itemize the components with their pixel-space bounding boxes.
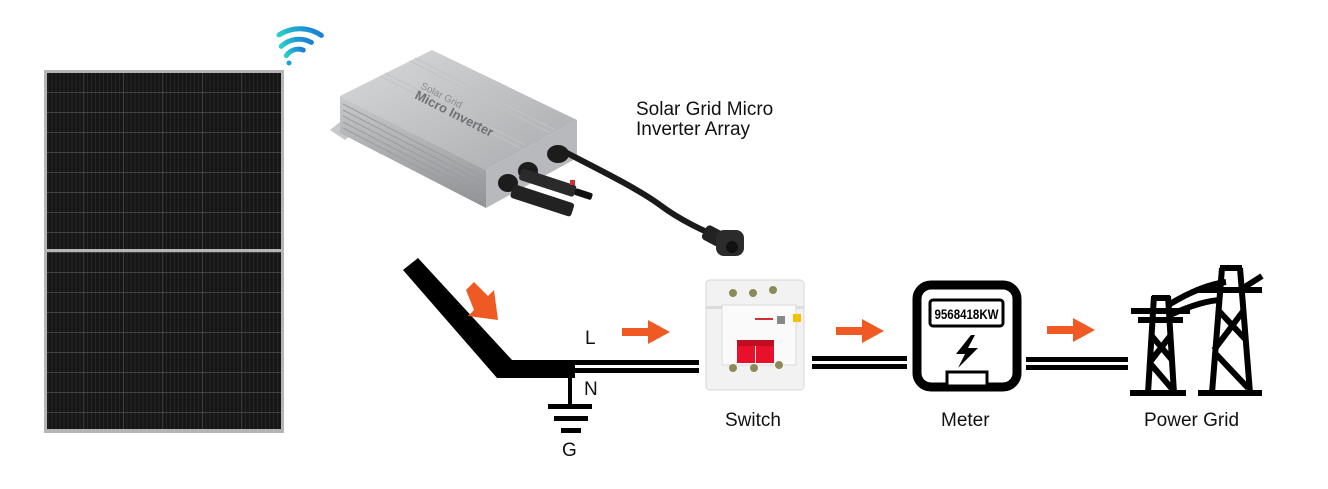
solar-panel	[44, 70, 284, 433]
panel-cells-top	[47, 73, 281, 249]
meter-reading: 9568418KW	[935, 306, 1000, 322]
neutral-wire-label: N	[584, 379, 598, 400]
meter-label: Meter	[941, 410, 990, 431]
flow-arrow-icon	[622, 320, 670, 344]
wire-pairs	[575, 356, 1128, 373]
output-cable	[562, 149, 725, 241]
panel-cells-bottom	[47, 252, 281, 429]
breaker-handle	[737, 343, 774, 363]
cable-plug	[701, 225, 744, 256]
flow-arrow-icon	[836, 319, 884, 343]
title-line-1: Solar Grid Micro	[636, 99, 774, 120]
flow-arrow-icon	[466, 282, 498, 320]
meter-device: 9568418KW	[912, 280, 1022, 392]
switch-breaker	[705, 279, 805, 391]
flow-arrows	[466, 282, 1095, 344]
title-line-2: Inverter Array	[636, 119, 751, 140]
wifi-icon	[276, 26, 324, 66]
flow-arrow-icon	[1047, 318, 1095, 342]
feed-wire	[403, 258, 575, 378]
power-grid-label: Power Grid	[1144, 410, 1240, 431]
switch-label: Switch	[725, 410, 781, 431]
micro-inverter: Solar Grid Micro Inverter	[330, 50, 744, 256]
inverter-array-title: Solar Grid Micro Inverter Array	[636, 100, 773, 140]
lightning-bolt-icon	[956, 335, 978, 368]
ground-symbol-icon	[548, 377, 592, 433]
ground-wire-label: G	[562, 440, 577, 461]
transmission-tower-icon	[1130, 265, 1264, 396]
live-wire-label: L	[585, 328, 596, 349]
